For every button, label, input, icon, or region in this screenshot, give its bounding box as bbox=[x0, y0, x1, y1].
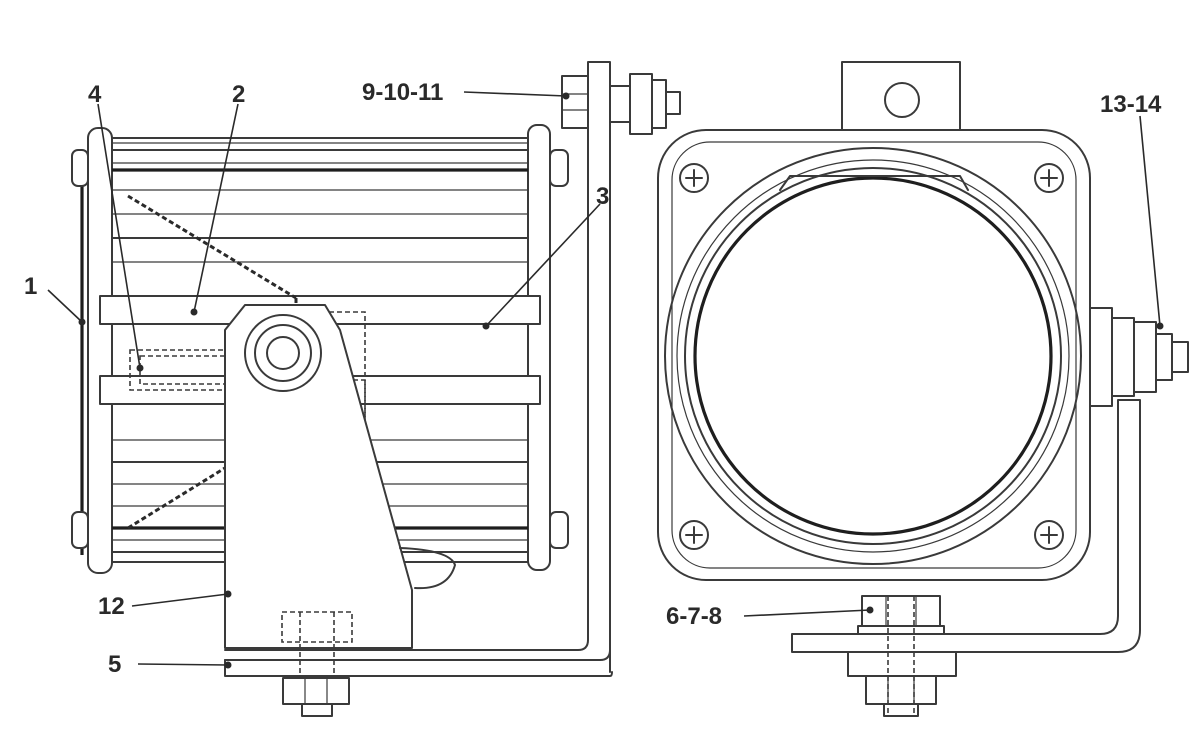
mount-hole bbox=[884, 82, 920, 118]
top-fastener bbox=[561, 73, 681, 135]
housing-outline bbox=[657, 129, 1091, 581]
l-bracket bbox=[224, 61, 613, 677]
lens bbox=[664, 147, 1082, 565]
rear-flange bbox=[527, 124, 569, 571]
callout-3: 3 bbox=[596, 183, 609, 210]
mounting-bracket bbox=[224, 304, 456, 680]
top-mount-tab bbox=[841, 61, 961, 143]
side-nut bbox=[1089, 307, 1189, 407]
callout-4: 4 bbox=[88, 81, 102, 108]
callout-6-7-8: 6-7-8 bbox=[666, 603, 722, 630]
callout-9-10-11: 9-10-11 bbox=[362, 79, 443, 106]
callout-1: 1 bbox=[24, 273, 37, 300]
side-view bbox=[71, 61, 681, 717]
front-lens-flange bbox=[71, 127, 113, 574]
bottom-fasteners bbox=[847, 595, 957, 717]
front-l-bracket bbox=[791, 399, 1141, 653]
callout-12: 12 bbox=[98, 593, 125, 620]
leader-lines bbox=[47, 91, 1164, 669]
corner-screws bbox=[679, 163, 1064, 550]
callout-2: 2 bbox=[232, 81, 245, 108]
front-view bbox=[657, 61, 1189, 717]
callout-13-14: 13-14 bbox=[1100, 91, 1162, 118]
callout-5: 5 bbox=[108, 651, 121, 678]
base-bolt bbox=[282, 677, 350, 717]
